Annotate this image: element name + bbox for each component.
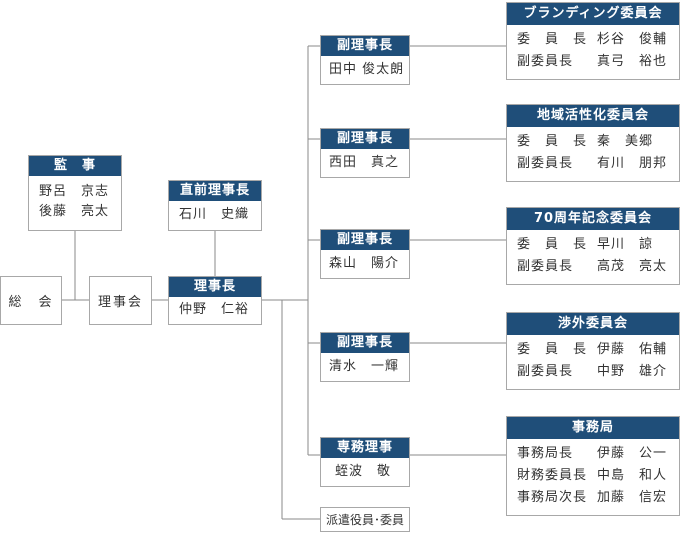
secretariat-role: 事務局次長 <box>517 490 588 505</box>
secretariat-row: 事務局次長 加藤 信宏 <box>507 487 679 509</box>
auditor-title: 監 事 <box>29 156 121 176</box>
committee-role: 委 員 長 <box>517 32 588 47</box>
secretariat-person: 伊藤 公一 <box>597 446 668 461</box>
president-name: 仲野 仁裕 <box>179 302 250 317</box>
committee-person: 秦 美郷 <box>597 134 654 149</box>
committee-person: 中野 雄介 <box>597 364 668 379</box>
committee-person: 有川 朋邦 <box>597 156 668 171</box>
secretariat-title: 事務局 <box>507 417 679 439</box>
executive-director-title: 専務理事 <box>321 438 409 458</box>
committee-role: 委 員 長 <box>517 342 588 357</box>
vice-president-title: 副理事長 <box>321 333 409 353</box>
vice-president-box: 副理事長 田中 俊太朗 <box>320 35 410 85</box>
executive-director-name: 蛭波 敬 <box>335 464 392 479</box>
vice-president-box: 副理事長 清水 一輝 <box>320 332 410 382</box>
secretariat-role: 財務委員長 <box>517 468 588 483</box>
past-president-box: 直前理事長 石川 史織 <box>168 180 262 231</box>
secretariat-row: 財務委員長 中島 和人 <box>507 465 679 487</box>
committee-role: 副委員長 <box>517 364 574 379</box>
vice-president-title: 副理事長 <box>321 230 409 250</box>
committee-row: 委 員 長 早川 諒 <box>507 234 679 256</box>
auditor-member-2: 後藤 亮太 <box>39 204 110 219</box>
vice-president-title: 副理事長 <box>321 36 409 56</box>
vice-president-box: 副理事長 森山 陽介 <box>320 229 410 279</box>
committee-role: 副委員長 <box>517 54 574 69</box>
committee-title: 地域活性化委員会 <box>507 105 679 127</box>
committee-role: 委 員 長 <box>517 134 588 149</box>
committee-row: 副委員長 有川 朋邦 <box>507 153 679 175</box>
board-label: 理事会 <box>97 295 143 310</box>
committee-title: 渉外委員会 <box>507 313 679 335</box>
committee-role: 委 員 長 <box>517 237 588 252</box>
committee-row: 委 員 長 伊藤 佑輔 <box>507 339 679 361</box>
committee-title: ブランディング委員会 <box>507 3 679 25</box>
past-president-name: 石川 史織 <box>179 207 250 222</box>
president-title: 理事長 <box>169 277 261 297</box>
committee-row: 副委員長 真弓 裕也 <box>507 51 679 73</box>
committee-row: 副委員長 中野 雄介 <box>507 361 679 383</box>
general-assembly-label: 総 会 <box>8 295 54 310</box>
auditor-box: 監 事 野呂 京志 後藤 亮太 <box>28 155 122 231</box>
committee-row: 副委員長 高茂 亮太 <box>507 256 679 278</box>
committee-person: 杉谷 俊輔 <box>597 32 668 47</box>
committee-person: 伊藤 佑輔 <box>597 342 668 357</box>
committee-box: 70周年記念委員会 委 員 長 早川 諒 副委員長 高茂 亮太 <box>506 207 680 285</box>
secretariat-box: 事務局 事務局長 伊藤 公一 財務委員長 中島 和人 事務局次長 加藤 信宏 <box>506 416 680 516</box>
dispatched-label: 派遣役員･委員 <box>325 513 404 527</box>
vice-president-name: 清水 一輝 <box>329 359 400 374</box>
secretariat-person: 中島 和人 <box>597 468 668 483</box>
committee-box: 渉外委員会 委 員 長 伊藤 佑輔 副委員長 中野 雄介 <box>506 312 680 390</box>
secretariat-role: 事務局長 <box>517 446 574 461</box>
committee-person: 高茂 亮太 <box>597 259 668 274</box>
vice-president-name: 西田 真之 <box>329 155 400 170</box>
past-president-title: 直前理事長 <box>169 181 261 201</box>
board-box: 理事会 <box>89 276 152 325</box>
committee-role: 副委員長 <box>517 156 574 171</box>
committee-row: 委 員 長 秦 美郷 <box>507 131 679 153</box>
committee-row: 委 員 長 杉谷 俊輔 <box>507 29 679 51</box>
committee-person: 真弓 裕也 <box>597 54 668 69</box>
secretariat-person: 加藤 信宏 <box>597 490 668 505</box>
vice-president-name: 田中 俊太朗 <box>329 62 405 77</box>
committee-title: 70周年記念委員会 <box>507 208 679 230</box>
vice-president-name: 森山 陽介 <box>329 256 400 271</box>
executive-director-box: 専務理事 蛭波 敬 <box>320 437 410 487</box>
general-assembly-box: 総 会 <box>0 276 62 325</box>
secretariat-row: 事務局長 伊藤 公一 <box>507 443 679 465</box>
committee-person: 早川 諒 <box>597 237 654 252</box>
committee-box: ブランディング委員会 委 員 長 杉谷 俊輔 副委員長 真弓 裕也 <box>506 2 680 80</box>
auditor-member-1: 野呂 京志 <box>39 184 110 199</box>
committee-box: 地域活性化委員会 委 員 長 秦 美郷 副委員長 有川 朋邦 <box>506 104 680 182</box>
vice-president-box: 副理事長 西田 真之 <box>320 128 410 178</box>
dispatched-box: 派遣役員･委員 <box>320 507 410 532</box>
president-box: 理事長 仲野 仁裕 <box>168 276 262 325</box>
committee-role: 副委員長 <box>517 259 574 274</box>
vice-president-title: 副理事長 <box>321 129 409 149</box>
